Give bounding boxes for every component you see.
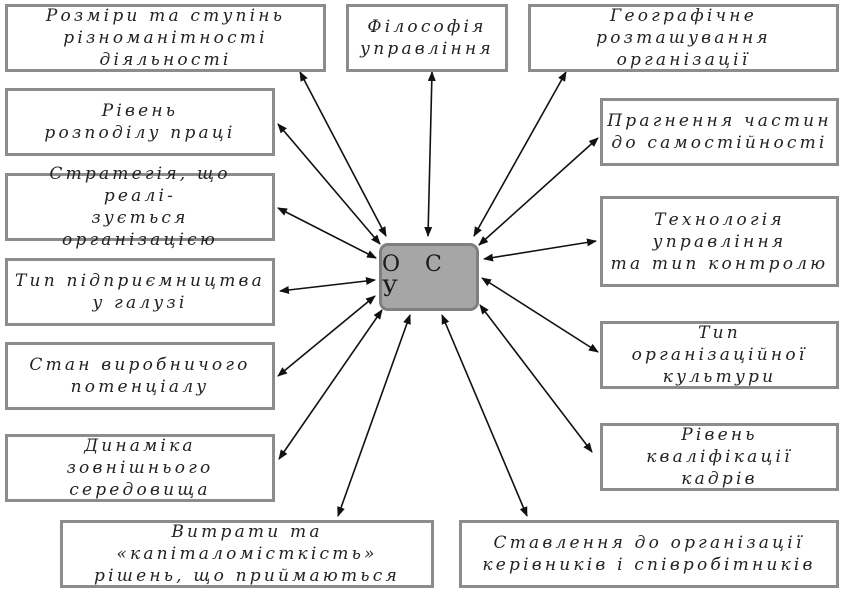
arrow-qualification	[479, 304, 593, 453]
factor-geo: Географічне розташування організації	[528, 4, 839, 72]
factor-label: Географічне розташування організації	[596, 6, 771, 70]
factor-label: Рівень кваліфікації кадрів	[646, 425, 793, 489]
factor-culture: Тип організаційної культури	[600, 321, 839, 389]
factor-label: Динаміка зовнішнього середовища	[66, 436, 214, 500]
center-label: О С У	[382, 252, 451, 302]
factor-technology: Технологія управління та тип контролю	[600, 196, 839, 287]
factor-label: Тип підприємництва у галузі	[15, 271, 265, 313]
factor-label: Рівень розподілу праці	[44, 101, 236, 143]
arrow-technology	[483, 238, 597, 262]
factor-potential: Стан виробничого потенціалу	[5, 342, 275, 410]
factor-label: Ставлення до організації керівників і сп…	[482, 533, 816, 575]
factor-label: Стратегія, що реалі- зується організаціє…	[49, 164, 231, 250]
arrow-attitude	[441, 314, 528, 517]
arrow-costs	[337, 314, 411, 517]
arrow-culture	[481, 277, 599, 353]
factor-attitude: Ставлення до організації керівників і сп…	[459, 520, 839, 588]
factor-qualification: Рівень кваліфікації кадрів	[600, 423, 839, 491]
factor-autonomy: Прагнення частин до самостійності	[600, 98, 839, 166]
factor-costs: Витрати та «капіталомісткість» рішень, щ…	[60, 520, 434, 588]
factor-size: Розміри та ступінь різноманітності діяль…	[5, 4, 326, 72]
factor-label: Розміри та ступінь різноманітності діяль…	[45, 6, 286, 70]
arrow-size	[299, 71, 387, 237]
factor-division: Рівень розподілу праці	[5, 88, 275, 156]
factor-enterprise: Тип підприємництва у галузі	[5, 258, 275, 326]
arrow-autonomy	[478, 137, 599, 246]
factor-label: Витрати та «капіталомісткість» рішень, щ…	[94, 522, 400, 586]
factor-dynamics: Динаміка зовнішнього середовища	[5, 434, 275, 502]
center-node-osu: О С У	[379, 243, 479, 311]
arrow-enterprise	[279, 277, 376, 294]
factor-strategy: Стратегія, що реалі- зується організаціє…	[5, 164, 275, 250]
arrow-strategy	[277, 207, 377, 259]
arrow-potential	[277, 295, 376, 377]
arrow-division	[277, 123, 381, 245]
factor-label: Технологія управління та тип контролю	[610, 209, 829, 274]
factor-label: Стан виробничого потенціалу	[29, 355, 251, 397]
factor-label: Тип організаційної культури	[631, 323, 808, 387]
factor-label: Прагнення частин до самостійності	[607, 111, 832, 153]
factor-label: Філософія управління	[360, 17, 494, 59]
factor-philosophy: Філософія управління	[346, 4, 508, 72]
arrow-geo	[473, 71, 567, 237]
arrow-philosophy	[424, 71, 436, 237]
